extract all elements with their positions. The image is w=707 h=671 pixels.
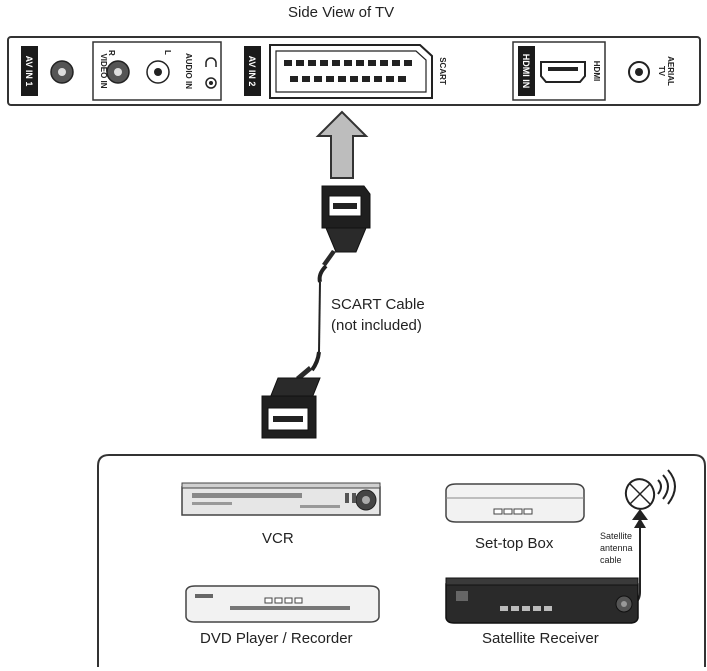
- tv-scart-port-icon: [269, 44, 433, 99]
- antenna-cable-label-line1: Satellite: [600, 531, 633, 541]
- vcr-device-icon: [181, 482, 381, 516]
- satellite-receiver-label: Satellite Receiver: [482, 630, 599, 647]
- headphone-jack-icon: [205, 57, 217, 89]
- scart-cable-line: [318, 281, 321, 353]
- scart-plug-bottom-icon: [261, 351, 321, 439]
- satellite-dish-icon: [624, 469, 676, 520]
- svg-text:AV IN 2: AV IN 2: [247, 56, 257, 87]
- scart-port-label: SCART: [438, 57, 447, 85]
- scart-cable-label-line2: (not included): [331, 317, 422, 334]
- video-in-label: VIDEO IN: [99, 53, 108, 88]
- satellite-receiver-device-icon: [445, 577, 639, 624]
- hdmi-in-label: HDMI IN: [518, 46, 535, 96]
- audio-l-jack-icon: [146, 60, 170, 84]
- dvd-player-device-icon: [185, 585, 380, 623]
- vcr-label: VCR: [262, 530, 294, 547]
- scart-plug-top-icon: [317, 185, 371, 283]
- audio-in-label: AUDIO IN: [184, 53, 193, 89]
- hdmi-port-icon: [540, 61, 586, 83]
- set-top-box-label: Set-top Box: [475, 535, 554, 552]
- up-arrow-icon: [315, 110, 369, 179]
- l-label: L: [163, 50, 172, 55]
- r-label: R: [107, 50, 116, 56]
- aerial-jack-icon: [628, 61, 650, 83]
- device-group-bracket: [97, 454, 706, 667]
- hdmi-port-label: HDMI: [592, 61, 601, 81]
- dvd-player-label: DVD Player / Recorder: [200, 630, 353, 647]
- svg-text:AV IN 1: AV IN 1: [24, 56, 34, 87]
- audio-r-jack-icon: [106, 60, 130, 84]
- set-top-box-device-icon: [445, 483, 585, 523]
- tv-aerial-label-line1: TV: [657, 66, 666, 77]
- tv-aerial-label-line2: AERIAL: [666, 56, 675, 86]
- svg-text:HDMI IN: HDMI IN: [521, 54, 531, 89]
- scart-cable-label-line1: SCART Cable: [331, 296, 425, 313]
- antenna-cable-label-line2: antenna: [600, 543, 633, 553]
- tv-side-panel: AV IN 1 VIDEO IN R L AUDIO IN: [7, 36, 701, 106]
- antenna-cable-label-line3: cable: [600, 555, 622, 565]
- av-in-1-label: AV IN 1: [21, 46, 38, 96]
- video-jack-icon: [50, 60, 74, 84]
- diagram-title: Side View of TV: [288, 4, 395, 21]
- av-in-2-label: AV IN 2: [244, 46, 261, 96]
